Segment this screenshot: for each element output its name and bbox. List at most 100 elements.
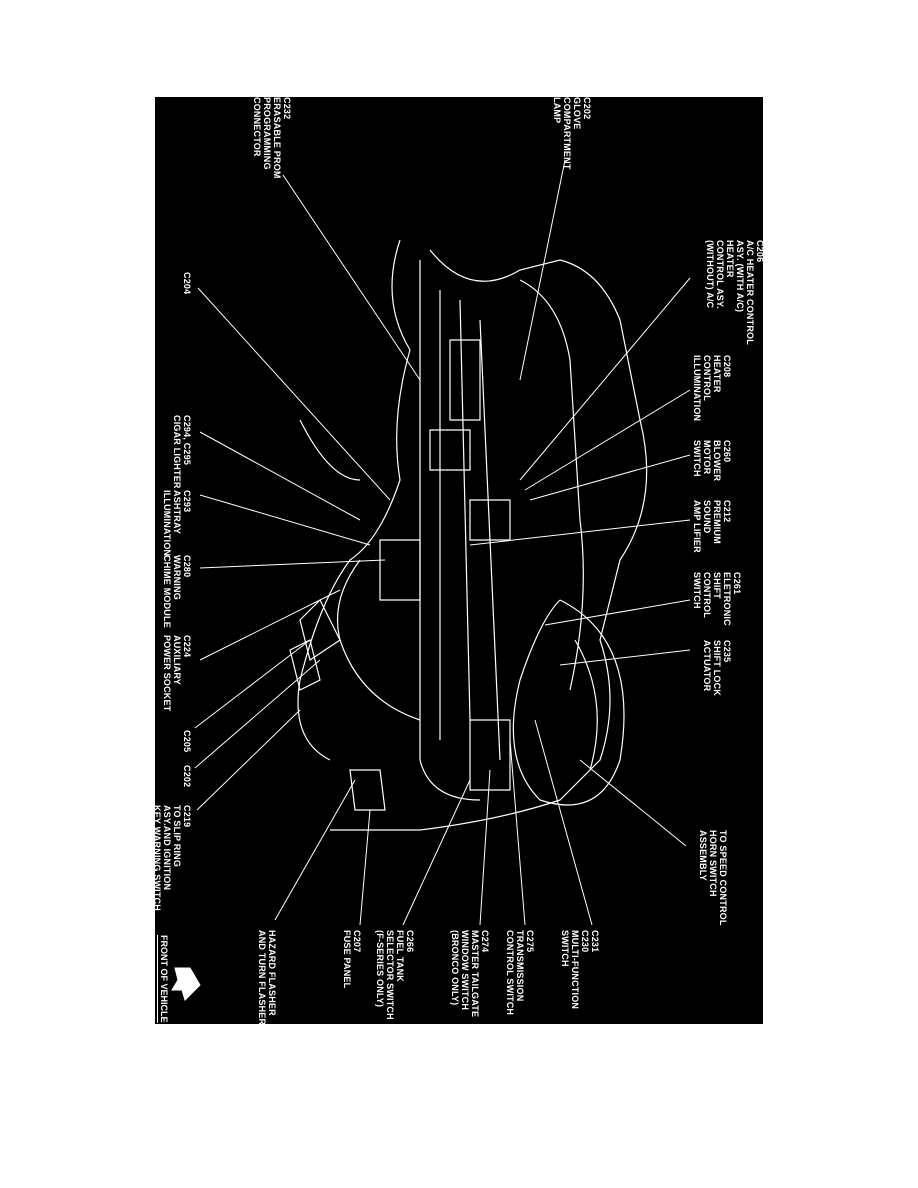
label-line: SWITCH	[692, 572, 702, 609]
label-line: CONNECTOR	[252, 97, 262, 157]
dashboard-outline-16	[379, 539, 421, 601]
leader-line-hazard	[274, 779, 356, 921]
leader-line-c219	[196, 709, 301, 811]
label-line: ASY.AND IGNITION	[162, 805, 172, 891]
leader-line-speed	[579, 759, 687, 847]
label-line: MASTER TAILGATE	[470, 930, 480, 1018]
label-line: SELECTOR SWITCH	[385, 930, 395, 1020]
label-line: C280	[182, 555, 192, 578]
leader-line-c212	[469, 519, 691, 546]
leader-line-c235	[559, 649, 691, 666]
leader-line-c206	[519, 277, 691, 481]
label-line: (BRONCO ONLY)	[450, 930, 460, 1006]
dashboard-outline-9	[336, 559, 421, 721]
leader-line-c224	[199, 589, 341, 661]
dashboard-outline-18	[299, 419, 361, 481]
label-line: ASSEMBLY	[698, 830, 708, 881]
dashboard-outline-8	[297, 239, 411, 761]
label-line: C293	[182, 490, 192, 513]
label-line: SHIFT	[712, 572, 722, 599]
label-line: CONTROL	[702, 572, 712, 618]
label-line: (WITHOUT) A/C	[705, 240, 715, 309]
label-line: BLOWER	[712, 440, 722, 482]
label-line: SOUND	[702, 500, 712, 534]
label-line: C275	[525, 930, 535, 953]
label-line: GLOVE	[572, 97, 582, 130]
label-line: POWER SOCKET	[162, 635, 172, 712]
label-line: ERASABLE PROM	[272, 97, 282, 179]
dashboard-outline-12	[349, 769, 386, 811]
label-line: SWITCH	[692, 440, 702, 477]
label-line: HORN SWITCH	[708, 830, 718, 897]
label-line: CIGAR LIGHTER	[172, 415, 182, 489]
label-line: C206	[755, 240, 765, 263]
label-line: CHIME MODULE	[162, 555, 172, 628]
leader-line-c275	[509, 739, 526, 926]
label-line: ACTUATOR	[702, 640, 712, 692]
leader-line-c205	[194, 639, 311, 729]
leader-line-c274	[479, 769, 491, 926]
label-line: FUEL TANK	[395, 930, 405, 982]
label-line: HEATER	[725, 240, 735, 278]
label-line: C224	[182, 635, 192, 658]
label-line: AND TURN FLASHER	[257, 930, 267, 1026]
label-line: KEY WARNING SWITCH	[152, 805, 162, 911]
label-line: C294, C295	[182, 415, 192, 466]
label-line: PREMIUM	[712, 500, 722, 544]
label-c204: C204	[182, 272, 192, 294]
leader-line-c202	[194, 659, 321, 769]
label-line: WARNING	[172, 555, 182, 600]
label-line: MOTOR	[702, 440, 712, 475]
label-line: COMPARTMENT	[562, 97, 572, 170]
label-line: ASHTRAY	[172, 490, 182, 535]
label-line: SWITCH	[560, 930, 570, 967]
label-line: C231	[590, 930, 600, 953]
leader-line-c204	[197, 287, 391, 501]
label-line: TO SPEED CONTROL	[718, 830, 728, 926]
label-line: WINDOW SWITCH	[460, 930, 470, 1011]
dashboard-outline-17	[469, 719, 511, 791]
leader-line-c261	[544, 599, 691, 626]
label-line: CONTROL	[702, 355, 712, 401]
label-line: LAMP	[552, 97, 562, 124]
leader-line-c266	[402, 779, 471, 926]
label-line: ASY. (WITH A/C)	[735, 240, 745, 313]
diagram-panel	[155, 97, 763, 1024]
label-line: ILLUMINATION	[692, 355, 702, 422]
dashboard-outline-7	[574, 639, 598, 771]
label-line: C230	[580, 930, 590, 953]
label-line: CONTROL SWITCH	[505, 930, 515, 1016]
dashboard-outline-14	[429, 429, 471, 471]
dashboard-outline-10	[299, 598, 341, 661]
label-line: C204	[182, 272, 192, 295]
leader-line-c280	[199, 559, 386, 569]
dashboard-outline-5	[519, 279, 584, 691]
label-line: FUSE PANEL	[342, 930, 352, 989]
dashboard-outline-11	[289, 639, 321, 691]
label-line: C260	[722, 440, 732, 463]
label-line: C235	[722, 640, 732, 663]
leader-line-c232	[282, 174, 421, 381]
label-line: HAZARD FLASHER	[267, 930, 277, 1016]
dashboard-outline-6	[512, 599, 625, 806]
label-c205: C205	[182, 730, 192, 752]
label-line: MULTI-FUNCTION	[570, 930, 580, 1010]
leader-line-c202_glove	[519, 159, 566, 381]
leader-line-c207	[359, 809, 371, 926]
label-line: C232	[282, 97, 292, 120]
